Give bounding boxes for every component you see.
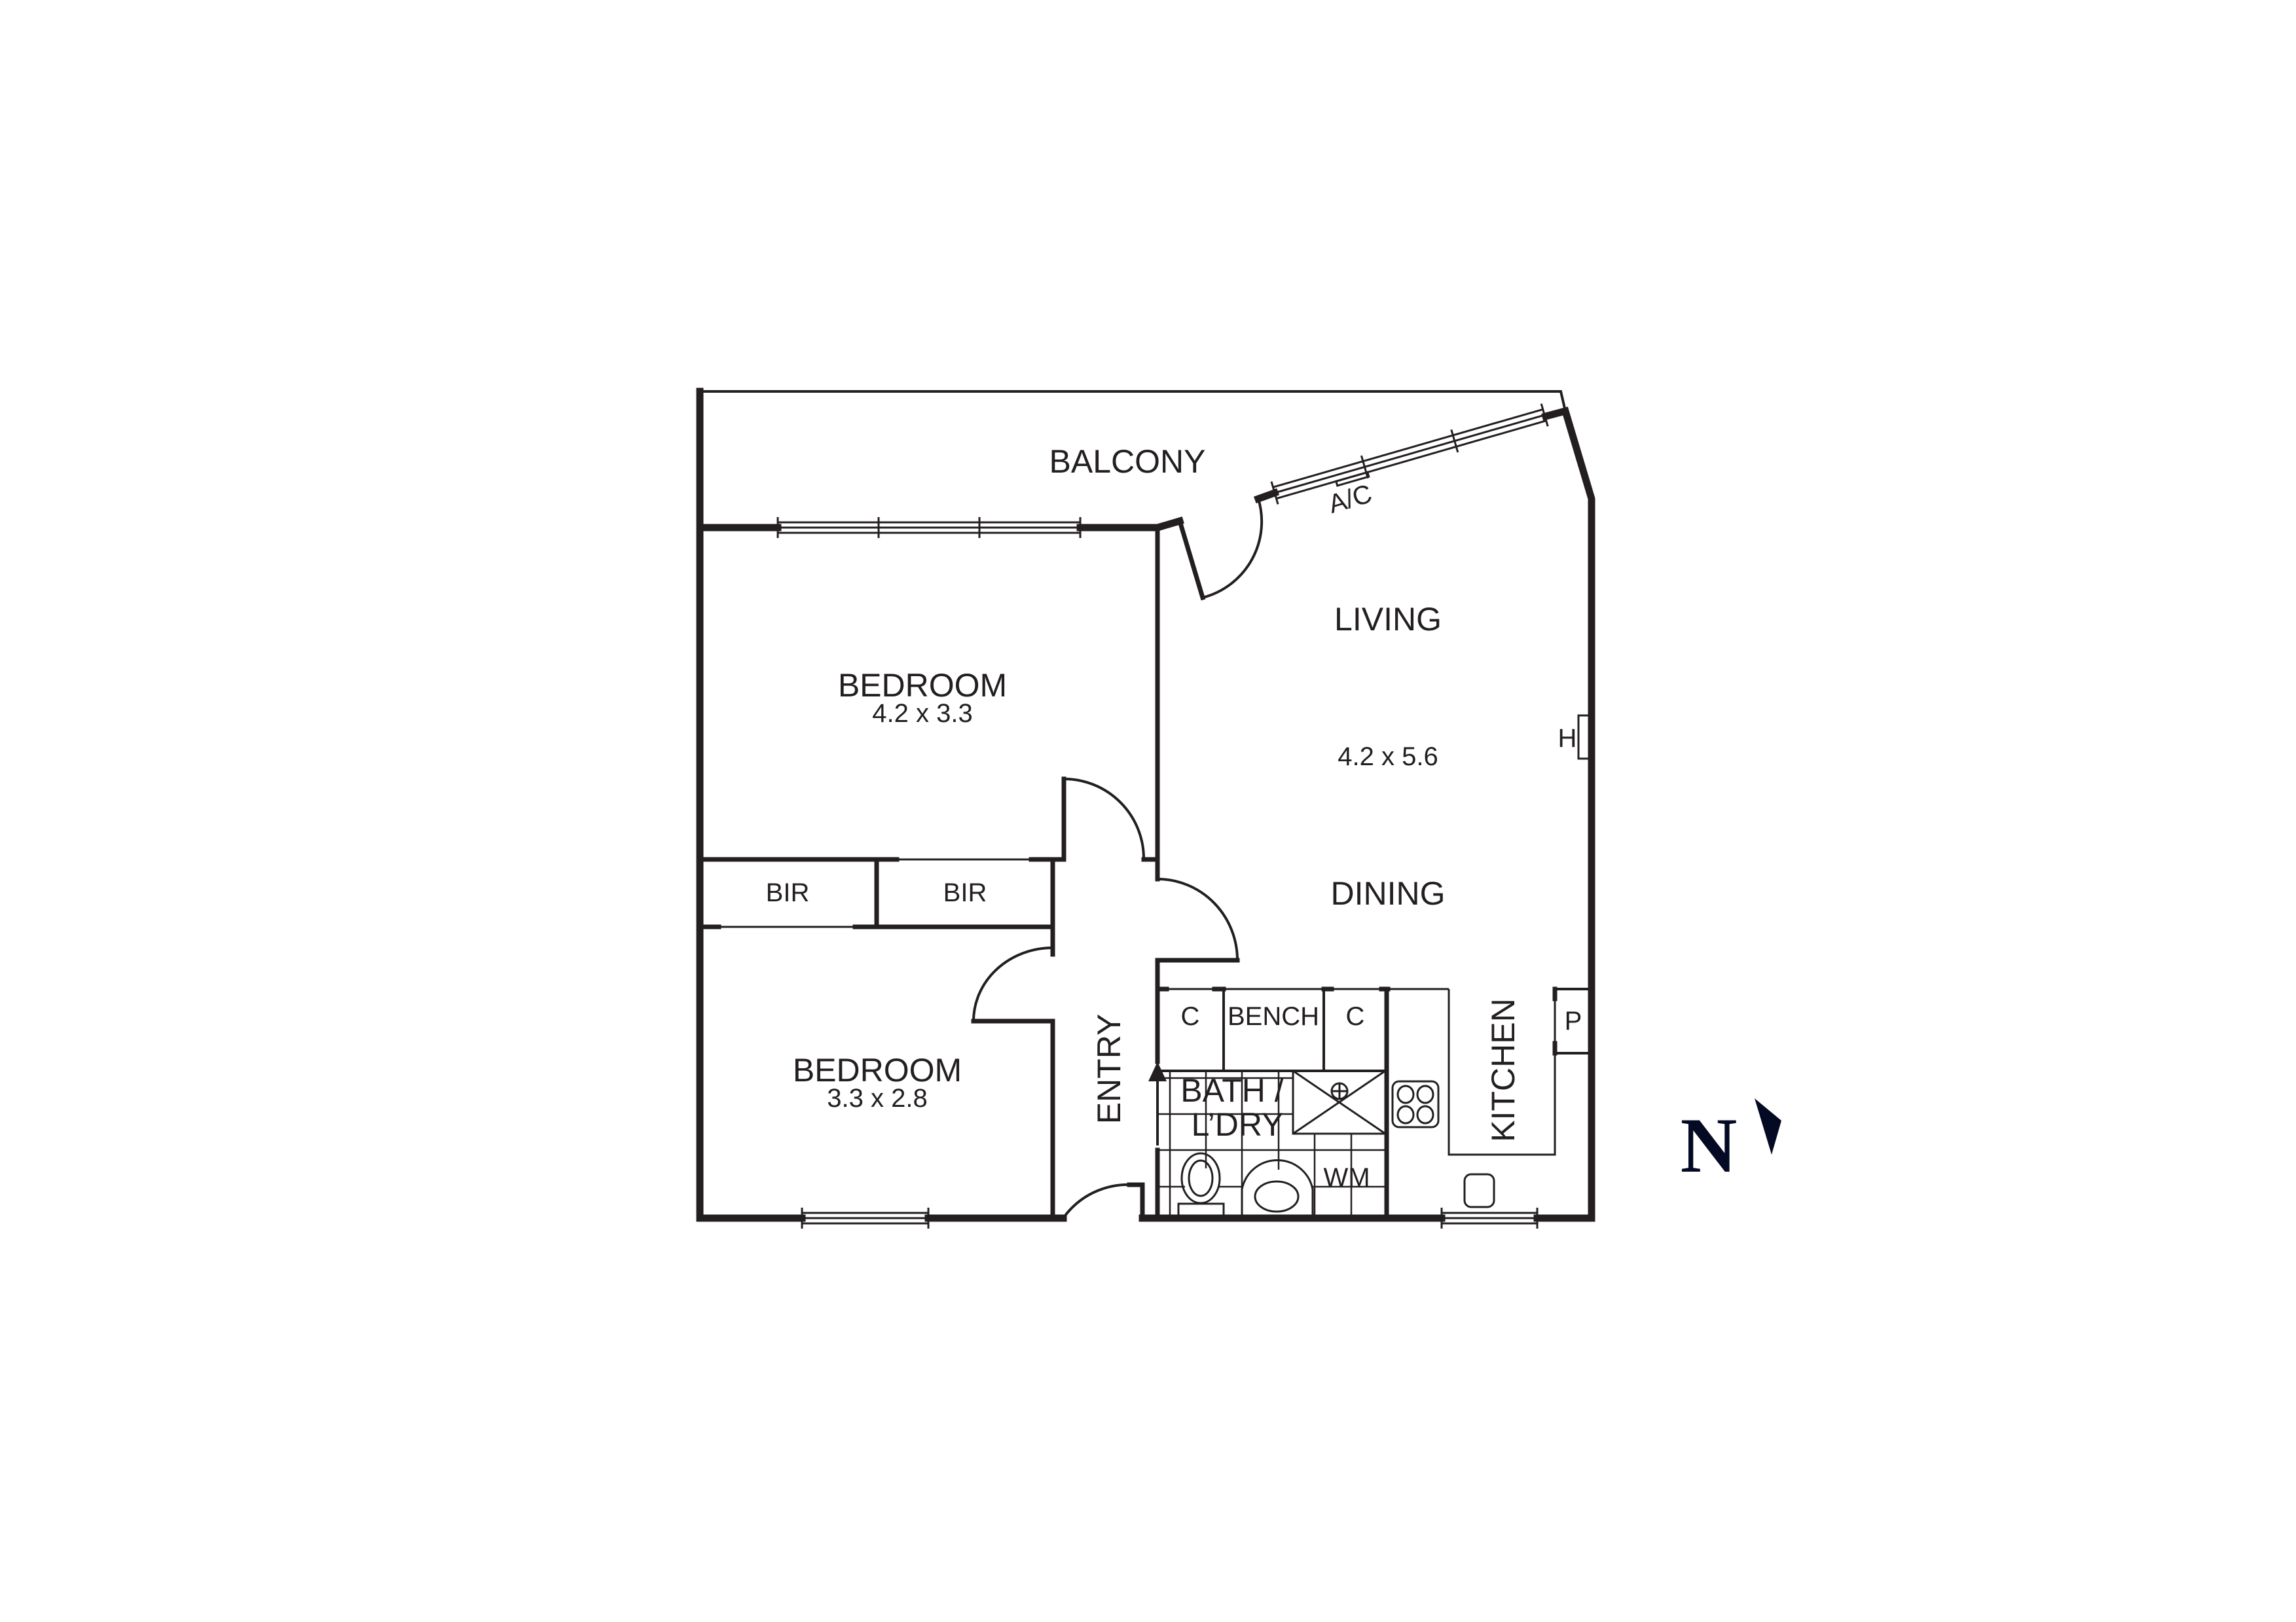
dining-label: DINING [1331,875,1446,912]
bedroom1-dimensions: 4.2 x 3.3 [872,699,972,728]
window-kitchen [1440,1208,1539,1229]
bath-label-line2: L’DRY [1192,1106,1284,1143]
exterior-walls [696,387,1595,1222]
kitchen-label: KITCHEN [1485,998,1522,1142]
living-dimensions: 4.2 x 5.6 [1338,742,1438,771]
bath-label-line1: BATH / [1180,1072,1284,1109]
ac-label: A/C [1325,479,1375,519]
entry-door [1062,1182,1145,1219]
pantry-label: P [1565,1007,1582,1036]
toilet-icon [1177,1152,1225,1218]
cooktop-icon [1391,1080,1440,1128]
entry-label: ENTRY [1091,1014,1127,1125]
bir1-label: BIR [766,878,810,907]
bench-label: BENCH [1228,1002,1319,1031]
living-label: LIVING [1334,601,1442,638]
window-bedroom2 [801,1208,930,1229]
wm-label: WM [1323,1163,1370,1192]
compass: N [1681,1098,1781,1189]
bedroom2-door [972,945,1055,1022]
ac-unit [1334,471,1370,487]
living-door [1157,878,1239,961]
bedroom1-label: BEDROOM [838,667,1007,704]
heater-icon [1577,714,1590,760]
bir2-label: BIR [943,878,987,907]
shower-icon [1292,1070,1387,1135]
compass-north-label: N [1681,1102,1738,1189]
pantry [1552,986,1592,1056]
window-bedroom1 [776,517,1082,538]
basin-icon [1241,1159,1314,1218]
labels: BALCONY LIVING 4.2 x 5.6 DINING BEDROOM … [766,443,1582,1192]
balcony-label: BALCONY [1049,443,1206,480]
bedroom2-dimensions: 3.3 x 2.8 [827,1084,927,1113]
sliding-door-living [1270,403,1549,505]
entry-arrow-icon [1148,1062,1167,1145]
bedroom2-label: BEDROOM [793,1052,962,1089]
cupboard-left-label: C [1181,1002,1200,1031]
cupboard-right-label: C [1346,1002,1365,1031]
kitchen-counter [1448,989,1556,1156]
balcony-door [1176,498,1264,601]
north-arrow-icon [1755,1098,1781,1155]
fridge-icon [1463,1173,1495,1208]
heater-label: H [1558,724,1577,753]
bedroom1-door [1063,778,1146,860]
